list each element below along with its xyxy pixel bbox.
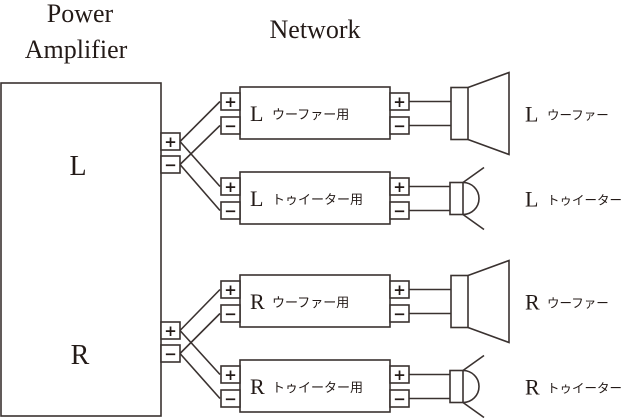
network-out-plus-sign: + bbox=[393, 366, 406, 384]
wire bbox=[179, 124, 221, 166]
network-out-minus-sign: − bbox=[393, 117, 406, 135]
tweeter-flare-bottom bbox=[462, 401, 485, 419]
tweeter-dome-icon bbox=[462, 369, 480, 404]
speaker-name-label: トゥイーター bbox=[547, 381, 622, 396]
network-in-plus-box bbox=[220, 92, 241, 111]
speaker-channel-label: L bbox=[525, 102, 538, 127]
tweeter-flare-top bbox=[462, 166, 485, 184]
network-in-plus-sign: + bbox=[224, 281, 237, 299]
network-box bbox=[239, 171, 391, 225]
amp-terminal-minus-sign: − bbox=[164, 345, 177, 363]
speaker-l-tweeter: L トゥイーター bbox=[449, 166, 622, 231]
amp-terminal-plus-box bbox=[160, 132, 181, 151]
network-name-label: ウーファー用 bbox=[272, 296, 349, 311]
network-name-label: トゥイーター用 bbox=[272, 193, 363, 208]
network-in-minus-box bbox=[220, 304, 241, 323]
amp-terminal-plus-sign: + bbox=[164, 322, 177, 340]
speaker-r-tweeter: R トゥイーター bbox=[449, 354, 622, 419]
wires bbox=[179, 100, 221, 400]
tweeter-flare-bottom bbox=[462, 213, 485, 231]
tweeter-body bbox=[449, 181, 464, 216]
woofer-cone-icon bbox=[467, 259, 510, 344]
network-out-plus-sign: + bbox=[393, 178, 406, 196]
wire bbox=[179, 312, 221, 355]
wire bbox=[179, 288, 221, 332]
network-out-plus-sign: + bbox=[393, 93, 406, 111]
network-out-plus-sign: + bbox=[393, 281, 406, 299]
tweeter-body bbox=[449, 369, 464, 404]
power-amplifier-box bbox=[0, 82, 162, 417]
speaker-channel-label: L bbox=[525, 187, 538, 212]
network-in-plus-sign: + bbox=[224, 366, 237, 384]
network-box bbox=[239, 359, 391, 413]
speaker-name-label: ウーファー bbox=[547, 296, 609, 311]
amp-terminal-minus-sign: − bbox=[164, 156, 177, 174]
wire bbox=[179, 140, 221, 188]
network-in-minus-sign: − bbox=[224, 305, 237, 323]
woofer-magnet bbox=[450, 86, 469, 141]
speaker-name-label: ウーファー bbox=[547, 108, 609, 123]
network-out-minus-sign: − bbox=[393, 305, 406, 323]
network-in-minus-box bbox=[220, 389, 241, 408]
heading-amplifier: Amplifier bbox=[25, 35, 128, 64]
network-box bbox=[239, 274, 391, 328]
tweeter-dome-icon bbox=[462, 181, 480, 216]
network-in-minus-sign: − bbox=[224, 202, 237, 220]
tweeter-flare-top bbox=[462, 354, 485, 372]
network-out-minus-sign: − bbox=[393, 390, 406, 408]
network-in-plus-box bbox=[220, 365, 241, 384]
network-box bbox=[239, 86, 391, 140]
speaker-r-woofer: R ウーファー bbox=[450, 259, 609, 344]
network-in-minus-sign: − bbox=[224, 117, 237, 135]
amp-terminals: + − + − bbox=[160, 132, 181, 363]
wire bbox=[179, 329, 221, 376]
speaker-channel-label: R bbox=[525, 290, 540, 315]
wire bbox=[179, 100, 221, 143]
amp-channel-r-label: R bbox=[71, 340, 90, 371]
amp-channel-l-label: L bbox=[69, 151, 86, 182]
speaker-name-label: トゥイーター bbox=[547, 193, 622, 208]
woofer-cone-icon bbox=[467, 71, 510, 156]
amp-terminal-minus-box bbox=[160, 155, 181, 174]
network-in-plus-box bbox=[220, 280, 241, 299]
network-channel-label: L bbox=[250, 186, 263, 211]
network-name-label: ウーファー用 bbox=[272, 108, 349, 123]
network-out-minus-sign: − bbox=[393, 202, 406, 220]
network-in-minus-box bbox=[220, 201, 241, 220]
network-name-label: トゥイーター用 bbox=[272, 381, 363, 396]
amp-terminal-plus-box bbox=[160, 321, 181, 340]
wire bbox=[179, 163, 221, 212]
heading-power: Power bbox=[47, 0, 114, 28]
network-in-plus-sign: + bbox=[224, 93, 237, 111]
speakers: L ウーファー L トゥイーター R ウーファー R トゥイーター bbox=[449, 71, 622, 419]
speaker-l-woofer: L ウーファー bbox=[450, 71, 609, 156]
network-in-minus-box bbox=[220, 116, 241, 135]
wire bbox=[179, 352, 221, 400]
network-channel-label: L bbox=[250, 101, 263, 126]
amp-terminal-plus-sign: + bbox=[164, 133, 177, 151]
heading-network: Network bbox=[270, 15, 361, 44]
amp-terminal-minus-box bbox=[160, 344, 181, 363]
network-in-minus-sign: − bbox=[224, 390, 237, 408]
network-in-plus-box bbox=[220, 177, 241, 196]
speaker-channel-label: R bbox=[525, 375, 540, 400]
woofer-magnet bbox=[450, 274, 469, 329]
network-channel-label: R bbox=[250, 289, 265, 314]
network-channel-label: R bbox=[250, 374, 265, 399]
network-in-plus-sign: + bbox=[224, 178, 237, 196]
